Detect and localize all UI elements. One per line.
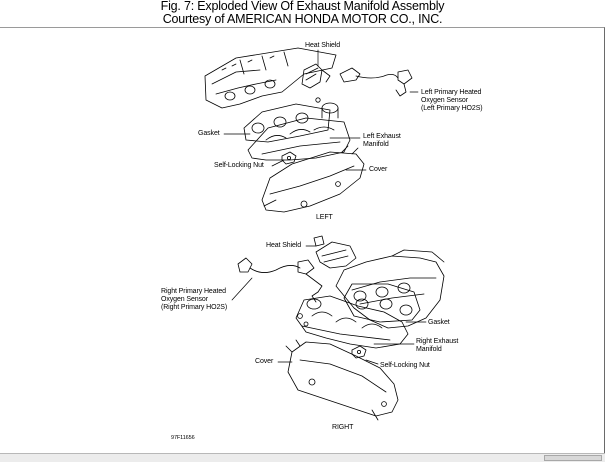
left-exhaust-manifold [247, 97, 351, 161]
left-oxygen-sensor [339, 67, 413, 97]
figure-code: 97F11656 [171, 435, 195, 441]
right-oxygen-sensor [237, 257, 323, 303]
horizontal-scrollbar[interactable] [0, 453, 605, 462]
right-engine-block [335, 249, 445, 329]
left-leader-lines [223, 49, 419, 171]
right-nut-label: Self-Locking Nut [380, 362, 430, 369]
left-gasket [243, 103, 331, 143]
left-self-locking-nut [281, 151, 297, 165]
scrollbar-thumb[interactable] [544, 455, 602, 461]
right-self-locking-nut [351, 345, 367, 359]
right-gasket [343, 283, 421, 323]
left-sensor-label-line1: Left Primary Heated [421, 89, 482, 96]
left-engine-block [204, 47, 337, 109]
right-manifold-label-line2: Manifold [416, 346, 442, 353]
left-sensor-label-line2: Oxygen Sensor [421, 97, 468, 104]
left-gasket-label: Gasket [198, 130, 220, 137]
left-cover [261, 145, 365, 213]
left-nut-label: Self-Locking Nut [214, 162, 264, 169]
left-cover-label: Cover [369, 166, 388, 173]
left-heat-shield [301, 63, 331, 89]
right-exhaust-manifold [295, 295, 409, 349]
right-cover-label: Cover [255, 358, 274, 365]
right-manifold-label-line1: Right Exhaust [416, 338, 459, 345]
right-heat-shield [313, 235, 357, 269]
left-manifold-label-line2: Manifold [363, 141, 389, 148]
right-sensor-label-line1: Right Primary Heated [161, 288, 226, 295]
figure-caption: Fig. 7: Exploded View Of Exhaust Manifol… [0, 0, 605, 26]
caption-title: Fig. 7: Exploded View Of Exhaust Manifol… [160, 0, 445, 13]
right-gasket-label: Gasket [428, 319, 450, 326]
right-sensor-label-line2: Oxygen Sensor [161, 296, 208, 303]
left-view-title: LEFT [316, 214, 333, 221]
right-view-title: RIGHT [332, 424, 354, 431]
left-manifold-label-line1: Left Exhaust [363, 133, 401, 140]
left-sensor-label-line3: (Left Primary HO2S) [421, 105, 483, 112]
left-heat-shield-label: Heat Shield [305, 42, 341, 49]
right-heat-shield-label: Heat Shield [266, 242, 302, 249]
right-cover [285, 339, 399, 421]
right-sensor-label-line3: (Right Primary HO2S) [161, 304, 228, 311]
right-leader-lines [231, 245, 427, 365]
caption-courtesy: Courtesy of AMERICAN HONDA MOTOR CO., IN… [162, 12, 443, 26]
